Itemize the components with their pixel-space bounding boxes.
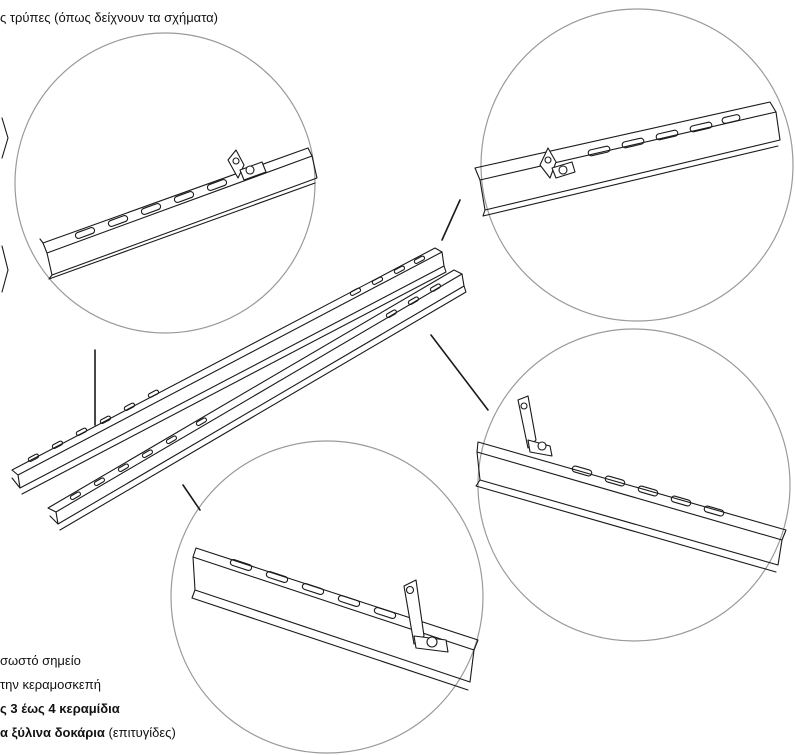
rail-slots	[74, 179, 228, 239]
note-line-2: την κεραμοσκεπή	[0, 677, 101, 692]
rail-lower	[47, 269, 467, 531]
rail-slots	[69, 283, 442, 501]
bracket-l	[403, 579, 449, 653]
rail-slots	[571, 465, 725, 517]
rail-slots	[229, 558, 397, 620]
rail-slots	[587, 114, 741, 157]
bracket-l	[517, 395, 553, 457]
note-line-4: α ξύλινα δοκάρια (επιτυγίδες)	[0, 725, 176, 740]
header-caption: ς τρύπες (όπως δείχνουν τα σχήματα)	[0, 10, 218, 25]
note-line-3: ς 3 έως 4 κεραμίδια	[0, 701, 120, 716]
bracket-small	[227, 149, 267, 181]
detail-circle-top-left	[14, 32, 318, 334]
detail-circle-right	[475, 328, 791, 642]
rail-upper	[11, 247, 447, 495]
note-line-4-bold: α ξύλινα δοκάρια	[0, 725, 105, 740]
note-line-4-normal: (επιτυγίδες)	[104, 725, 176, 740]
connector-lines	[94, 199, 489, 511]
detail-circle-bottom	[170, 440, 484, 754]
rail-slots	[27, 255, 426, 462]
bracket-small	[539, 147, 576, 179]
detail-circle-top-right	[474, 8, 794, 322]
note-line-1: σωστό σημείο	[0, 653, 81, 668]
